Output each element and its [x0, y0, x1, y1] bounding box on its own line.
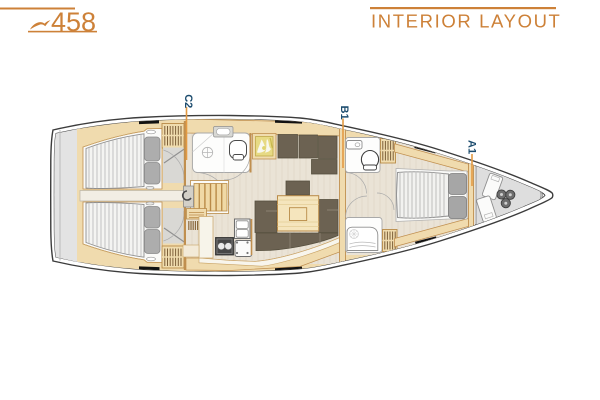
svg-text:458: 458 — [51, 7, 96, 37]
svg-text:A1: A1 — [466, 140, 478, 154]
svg-text:C2: C2 — [182, 94, 194, 108]
svg-text:B1: B1 — [338, 106, 350, 120]
svg-text:INTERIOR LAYOUT: INTERIOR LAYOUT — [371, 11, 561, 32]
